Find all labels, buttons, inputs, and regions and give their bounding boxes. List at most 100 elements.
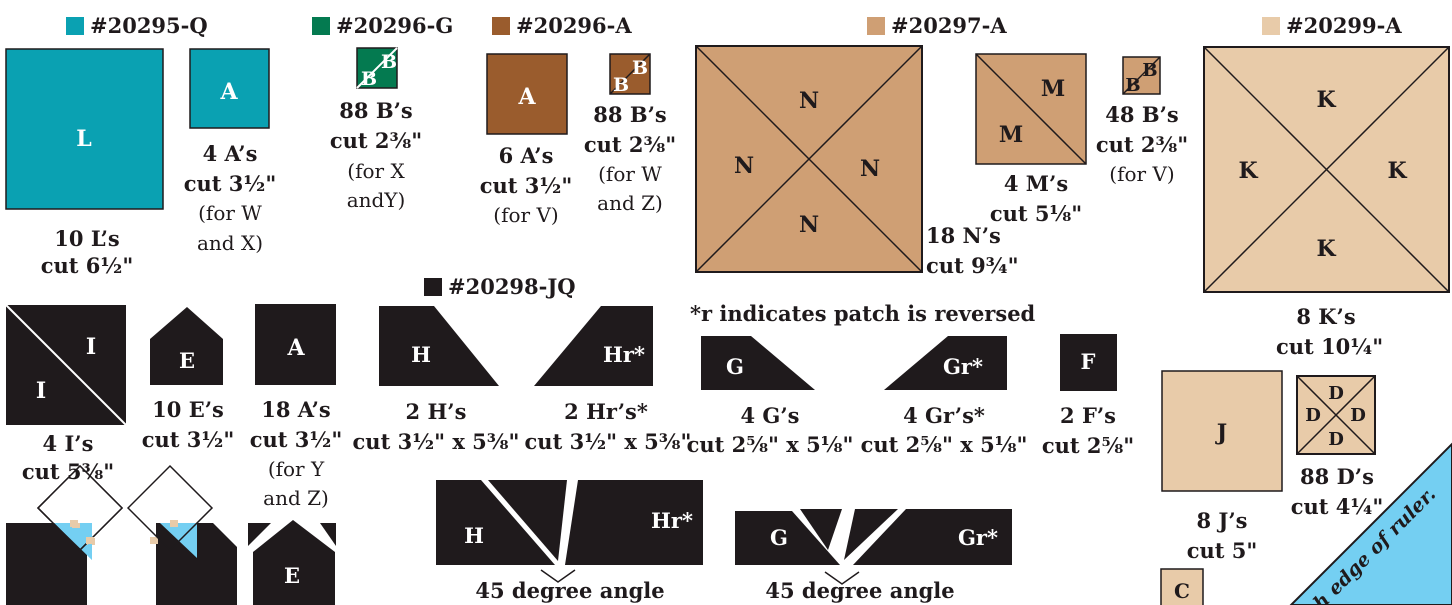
caption-I-cut: cut 5⅜" [21,459,115,484]
caption-N-cut: cut 9¾" [926,253,1019,278]
patch-A-brown: A [486,53,568,135]
patch-F: F [1060,334,1117,391]
caption-L-cut: cut 6½" [40,253,134,278]
patch-letter: B [1125,75,1140,96]
caption-Hr-cut: cut 3½" x 5⅜" [524,429,692,454]
caption-A1-for1: (for W [198,201,262,225]
patch-L: L [5,48,164,210]
patch-letter: A [517,84,536,110]
patch-letter: E [284,563,300,588]
patch-letter: J [1215,420,1227,446]
swatch-code: #20297-A [891,13,1007,38]
patch-letter: L [76,126,91,152]
caption-A3-cut: cut 3½" [249,427,343,452]
swatch-square [867,16,885,35]
patch-letter: F [1081,349,1096,374]
caption-B2-count: 88 B’s [593,102,667,127]
caption-A1-cut: cut 3½" [183,171,277,196]
patch-letter: B [613,74,629,96]
caption-L-count: 10 L’s [54,226,120,251]
caption-B3-cut: cut 2⅜" [1095,132,1189,157]
caption-E-cut: cut 3½" [141,427,235,452]
patch-letter: B [361,68,377,90]
caption-G-count: 4 G’s [740,403,800,428]
caption-A3-for2: and Z) [263,486,329,510]
swatch-label-20299-a: #20299-A [1262,13,1402,38]
patch-Gr: Gr* [884,336,1007,390]
caption-B1-for1: (for X [347,159,405,183]
patch-letter: I [86,334,96,360]
patch-letter: N [799,88,819,114]
patch-H: H [379,306,499,386]
patch-N: N N N N [695,45,923,273]
patch-letter: D [1328,429,1344,450]
caption-B1-count: 88 B’s [339,98,413,123]
patch-letter: K [1316,87,1336,113]
caption-B1-for2: andY) [346,188,406,212]
patch-letter: N [799,212,819,238]
patch-A-teal: A [189,48,270,129]
angle-label-G: 45 degree angle [765,578,955,603]
patch-C: C [1160,568,1204,605]
caption-M-count: 4 M’s [1003,171,1069,196]
caption-Gr-count: 4 Gr’s* [903,403,985,428]
swatch-code: #20298-JQ [448,274,576,299]
caption-Gr-cut: cut 2⅝" x 5⅛" [860,432,1028,457]
swatch-label-20296-a: #20296-A [492,13,632,38]
patch-letter: B [632,57,648,79]
caption-B3-count: 48 B’s [1105,102,1179,127]
swatch-label-20297-a: #20297-A [867,13,1007,38]
patch-letter: K [1238,158,1258,184]
swatch-label-20295-q: #20295-Q [66,13,208,38]
caption-E-count: 10 E’s [152,397,224,422]
patch-A-black: A [255,304,336,385]
angle-diagram-H: H Hr* [436,480,703,583]
swatch-label-20296-g: #20296-G [312,13,453,38]
patch-letter: Gr* [958,525,998,550]
patch-B-brown: B B [609,53,651,96]
caption-K-cut: cut 10¼" [1276,334,1384,359]
caption-A2-cut: cut 3½" [479,173,573,198]
caption-A3-for1: (for Y [267,457,325,481]
caption-D-cut: cut 4¼" [1290,494,1384,519]
patch-letter: K [1387,158,1407,184]
swatch-label-20298-jq: #20298-JQ [424,274,576,299]
patch-B-tan: B B [1122,56,1161,96]
caption-A2-count: 6 A’s [498,143,554,168]
patch-K: K K K K [1203,46,1450,293]
patch-letter: D [1305,405,1321,426]
swatch-square [66,16,84,35]
caption-A3-count: 18 A’s [261,397,331,422]
caption-B2-for1: (for W [598,162,662,186]
patch-letter: H [411,342,431,367]
caption-N-count: 18 N’s [926,223,1001,248]
caption-G-cut: cut 2⅝" x 5⅛" [686,432,854,457]
assembly-diagram-1 [6,464,124,605]
angle-label-H: 45 degree angle [475,578,665,603]
caption-A1-for2: and X) [196,231,263,255]
swatch-code: #20296-G [336,13,454,38]
patch-G: G [701,336,815,390]
caption-H-cut: cut 3½" x 5⅜" [352,429,520,454]
reversed-note: *r indicates patch is reversed [690,301,1036,326]
caption-J-cut: cut 5" [1186,538,1258,563]
patch-letter: G [770,525,788,550]
caption-F-cut: cut 2⅝" [1041,433,1135,458]
patch-letter: I [36,378,46,404]
assembly-diagram-2 [126,464,237,605]
patch-letter: E [179,348,195,373]
patch-letter: H [464,523,484,548]
patch-letter: M [1041,76,1065,102]
caption-A1-count: 4 A’s [202,141,258,166]
patch-letter: D [1350,405,1366,426]
patch-E: E [150,307,223,385]
swatch-square [424,277,442,296]
patch-J: J [1161,370,1283,492]
swatch-square [312,16,330,35]
caption-B2-for2: and Z) [597,191,663,215]
caption-B1-cut: cut 2⅜" [329,128,423,153]
patch-I: I I [5,304,127,426]
patch-letter: Hr* [651,508,693,533]
swatch-code: #20296-A [516,13,632,38]
